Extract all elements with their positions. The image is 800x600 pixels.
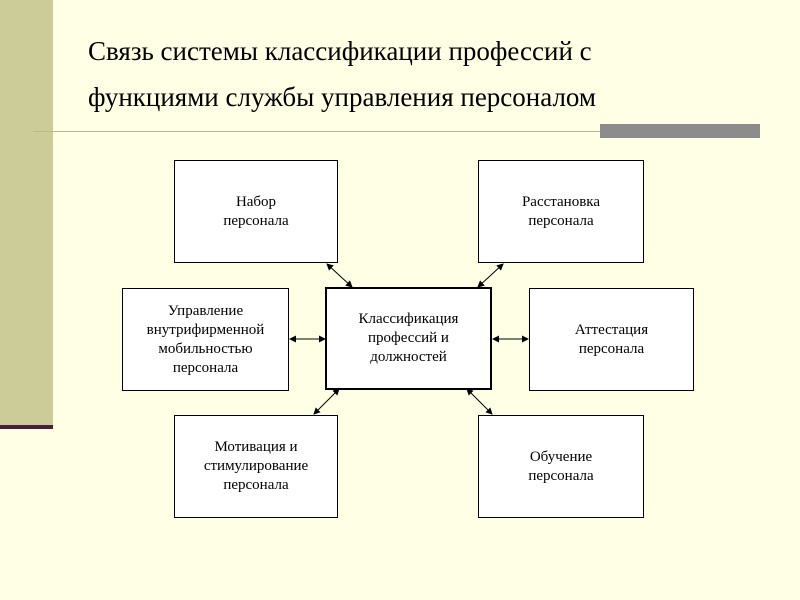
arrow-recruitment	[326, 263, 353, 288]
node-mobility: Управление внутрифирменной мобильностью …	[122, 288, 289, 391]
node-classification-center: Классификация профессий и должностей	[325, 287, 492, 390]
node-center-line-1: Классификация	[358, 311, 459, 327]
node-placement: Расстановка персонала	[478, 160, 644, 263]
node-mobility-line-3: мобильностью	[158, 340, 253, 357]
side-bar-accent-line	[0, 425, 53, 429]
node-mobility-line-4: персонала	[172, 359, 239, 376]
node-recruitment: Набор персонала	[174, 160, 338, 263]
arrow-placement	[477, 263, 504, 288]
slide-title-line-2: функциями службы управления персоналом	[88, 82, 597, 112]
node-training: Обучение персонала	[478, 415, 644, 518]
node-attestation-line-1: Аттестация	[574, 321, 649, 338]
node-motivation: Мотивация и стимулирование персонала	[174, 415, 338, 518]
arrow-training	[466, 388, 493, 415]
node-training-line-2: персонала	[528, 467, 594, 484]
title-accent-block	[600, 124, 760, 138]
title-underline	[33, 131, 600, 132]
node-placement-line-1: Расстановка	[521, 193, 601, 210]
slide-title: Связь системы классификации профессий с …	[88, 28, 778, 120]
node-mobility-line-2: внутрифирменной	[146, 321, 265, 338]
slide-title-line-1: Связь системы классификации профессий с	[88, 36, 592, 66]
node-placement-line-2: персонала	[528, 212, 594, 229]
node-recruitment-line-2: персонала	[223, 212, 289, 229]
node-center-line-2: профессий и	[368, 330, 449, 346]
node-motivation-line-2: стимулирование	[203, 458, 309, 474]
node-attestation-line-2: персонала	[578, 340, 645, 357]
node-center-line-3: должностей	[370, 349, 447, 365]
node-motivation-line-1: Мотивация и	[214, 439, 298, 455]
node-recruitment-line-1: Набор	[235, 193, 277, 210]
node-mobility-line-1: Управление	[167, 302, 244, 319]
side-bar-decoration	[0, 0, 53, 425]
node-attestation: Аттестация персонала	[529, 288, 694, 391]
node-motivation-line-3: персонала	[223, 477, 289, 493]
arrow-motivation	[313, 388, 340, 415]
node-training-line-1: Обучение	[529, 448, 593, 465]
